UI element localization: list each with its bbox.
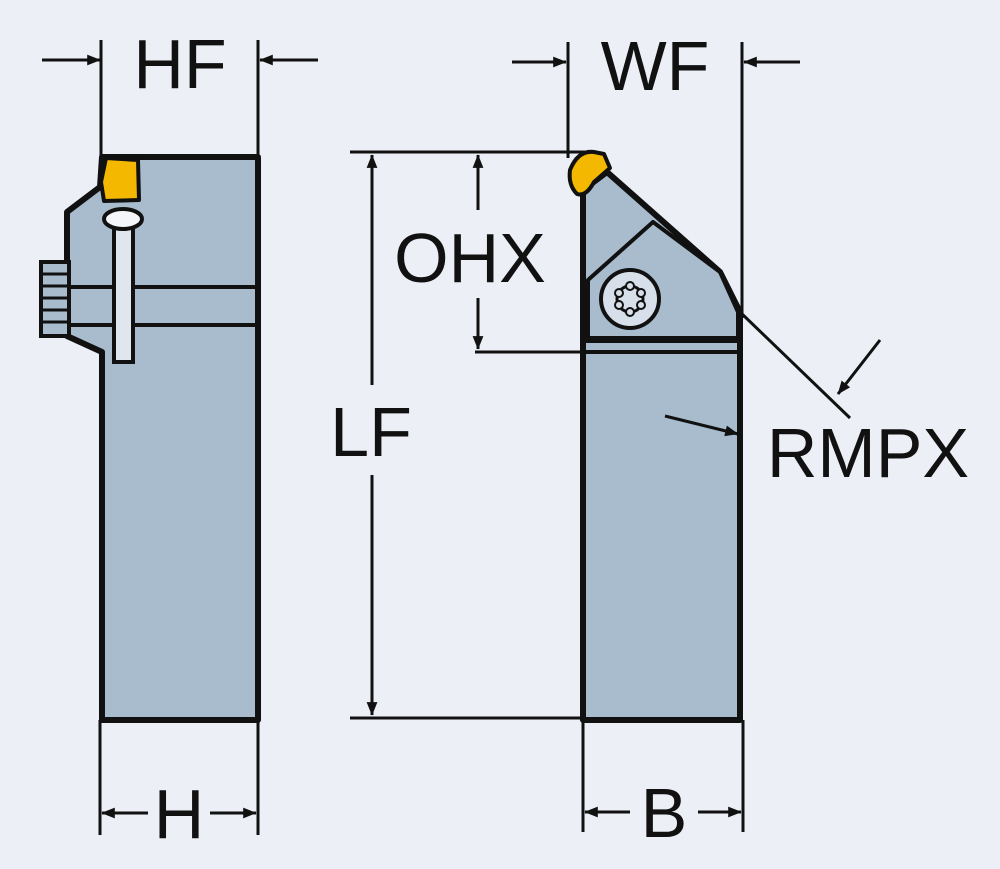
cutting-insert-side [99, 156, 141, 203]
insert-slot [112, 220, 135, 364]
b-label: B [641, 774, 688, 852]
side-view [39, 154, 261, 723]
wf-label: WF [601, 27, 710, 105]
lf-label: LF [330, 393, 412, 471]
ohx-dimension: OHX [394, 154, 585, 354]
hf-label: HF [133, 25, 226, 103]
side-view-body [64, 154, 261, 723]
wf-dimension: WF [512, 27, 800, 318]
ohx-label: OHX [394, 219, 546, 297]
h-dimension: H [98, 720, 260, 853]
slot-relief [102, 207, 144, 231]
lf-dimension: LF [330, 150, 585, 720]
b-dimension: B [581, 720, 745, 852]
clamp-screw [39, 260, 71, 338]
cutting-insert-top [567, 149, 612, 197]
top-view [567, 149, 743, 723]
torx-screw [599, 268, 661, 330]
h-label: H [154, 775, 205, 853]
rmpx-dimension: RMPX [664, 310, 969, 492]
rmpx-label: RMPX [767, 414, 969, 492]
hf-dimension: HF [42, 25, 318, 158]
